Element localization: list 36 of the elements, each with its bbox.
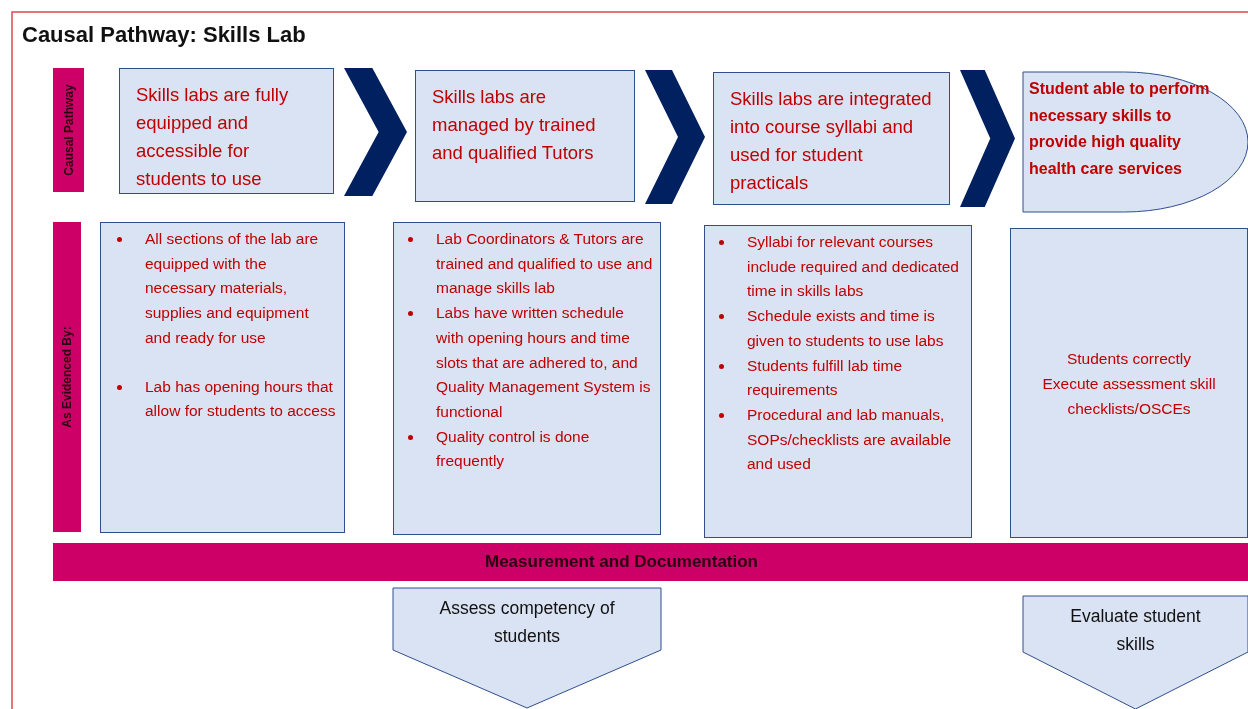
band-label: Measurement and Documentation	[485, 552, 758, 572]
pentagon-text: Evaluate student skills	[1069, 605, 1202, 656]
step-text: Skills labs are fully equipped and accessible for students to use	[136, 83, 290, 191]
band-label: As Evidenced By:	[60, 326, 74, 428]
pentagon-text: Assess competency of students	[438, 597, 616, 648]
evidence-box	[393, 222, 661, 535]
chevron-arrow	[960, 70, 1015, 207]
bullet-text: Lab Coordinators & Tutors are trained and qualified to use and manage skills lab	[436, 230, 653, 297]
measurement-band	[53, 543, 1248, 581]
band-label: Causal Pathway	[61, 84, 76, 176]
bullet-text: Procedural and lab manuals, SOPs/checklists are available and used	[747, 405, 952, 473]
bullet-text: All sections of the lab are equipped with the necessary materials, supplies and equipment and ready for use	[145, 230, 319, 346]
chevron-arrow	[645, 70, 705, 204]
process-box	[119, 68, 334, 194]
bullet-text: Students fulfill lab time requirements	[747, 356, 903, 399]
process-box	[415, 70, 635, 202]
bullet-text: Schedule exists and time is given to students to use labs	[747, 307, 944, 349]
bullet-text: Lab has opening hours that allow for students to access	[145, 377, 336, 420]
step-text: Skills labs are managed by trained and qualified Tutors	[432, 85, 597, 165]
chevron-arrow	[344, 68, 407, 196]
step-text: Skills labs are integrated into course syllabi and used for student practicals	[730, 87, 933, 195]
process-box	[713, 72, 950, 205]
pentagon-arrow	[1023, 596, 1248, 709]
bullet-text: Quality control is done frequently	[436, 427, 590, 470]
bullet-text: Labs have written schedule with opening hours and time slots that are adhered to, and Quality Management System is functional	[436, 304, 651, 420]
diagram-title: Causal Pathway: Skills Lab	[22, 22, 306, 48]
evidence-box	[704, 225, 972, 538]
evidence-box	[1010, 228, 1248, 538]
pentagon-arrow	[393, 588, 661, 708]
outcome-shape	[1023, 72, 1248, 212]
side-band	[53, 222, 81, 532]
bullet-text: Syllabi for relevant courses include required and dedicated time in skills labs	[747, 233, 959, 300]
evidence-box	[100, 222, 345, 533]
side-band	[53, 68, 84, 192]
evidence-text: Students correctly Execute assessment skill checklists/OSCEs	[1041, 348, 1217, 419]
outcome-text: Student able to perform necessary skills to provide high quality health care services	[1029, 79, 1211, 179]
